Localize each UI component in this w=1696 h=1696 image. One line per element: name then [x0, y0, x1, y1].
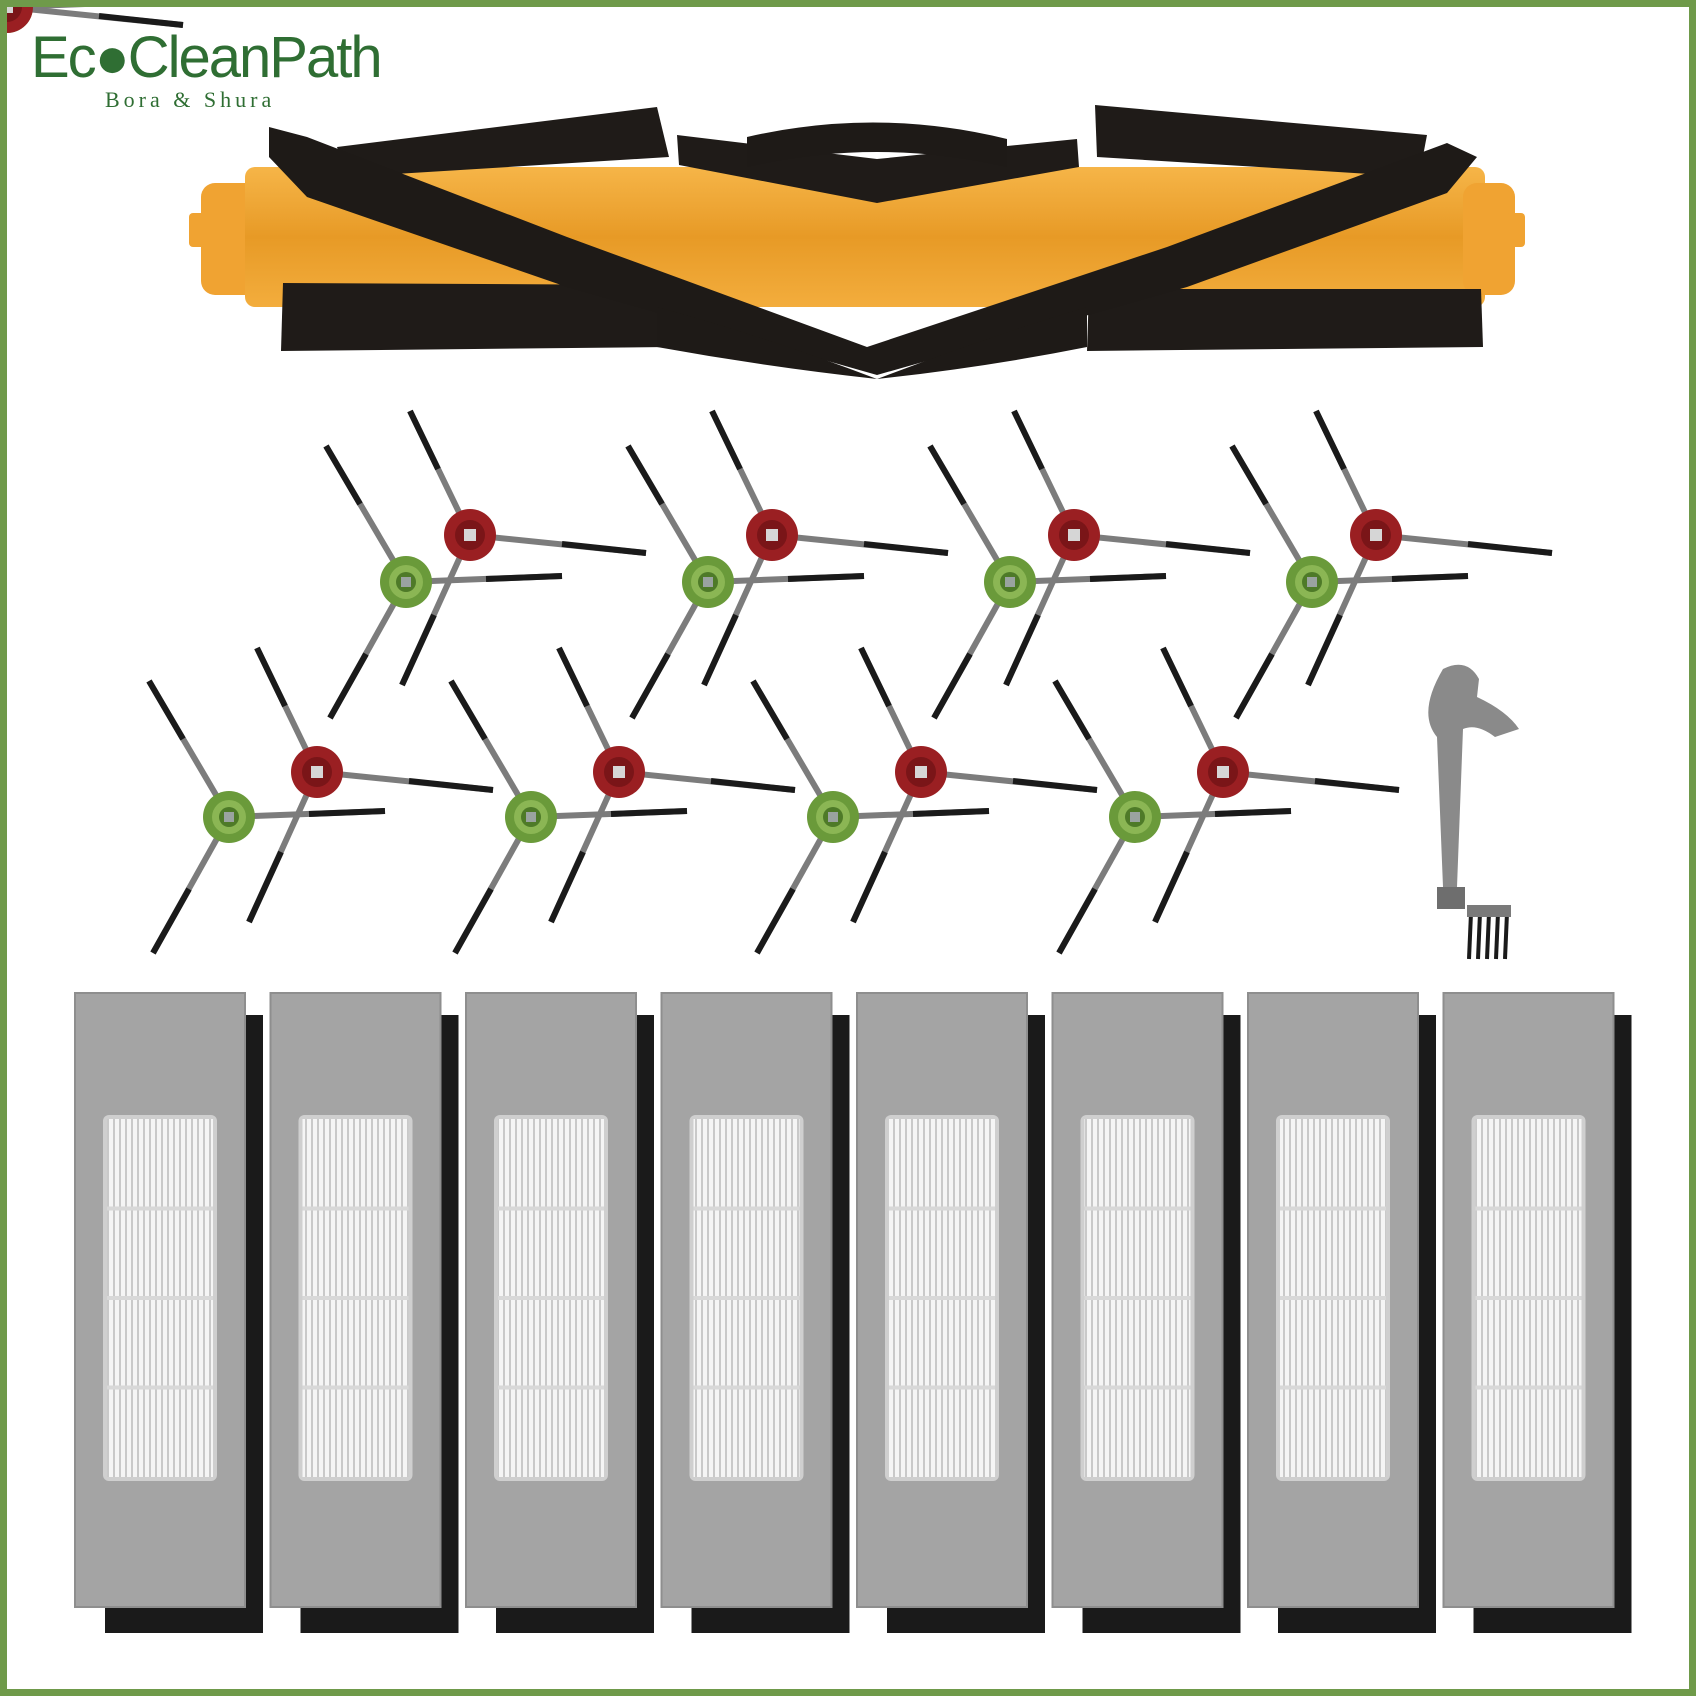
- roller-blade: [1095, 105, 1427, 177]
- roller-blade: [1087, 289, 1483, 351]
- side-brush: [7, 7, 184, 33]
- side-brush-set: [149, 411, 1552, 953]
- brand-name-start: Ec: [31, 25, 97, 90]
- hepa-filter: [856, 992, 1045, 1633]
- hepa-filter: [1247, 992, 1436, 1633]
- hepa-filter: [1442, 992, 1632, 1633]
- cleaning-tool: HOME: [1428, 664, 1519, 960]
- brand-name: Ec●CleanPath: [31, 23, 383, 93]
- side-brush: [7, 7, 86, 33]
- brand-name-end: CleanPath: [127, 25, 383, 90]
- product-illustration: HOME: [7, 7, 1632, 1633]
- hepa-filter: [660, 992, 850, 1633]
- hepa-filter: [269, 992, 459, 1633]
- filter-row: [74, 992, 1632, 1633]
- roller-blade: [281, 283, 669, 351]
- roller-bristle: [269, 127, 1477, 375]
- hepa-filter: [1051, 992, 1241, 1633]
- roller-cap-right: [1463, 183, 1515, 295]
- hepa-filter: [465, 992, 654, 1633]
- roller-bristle: [657, 307, 1087, 379]
- roller-brush: [189, 105, 1525, 379]
- brand-subtitle: Bora & Shura: [105, 87, 276, 112]
- roller-shaft-right: [1507, 213, 1525, 247]
- roller-bristle: [747, 122, 1007, 167]
- brand-logo: Ec●CleanPath Bora & Shura: [31, 23, 391, 113]
- hepa-filter: [74, 992, 263, 1633]
- brand-dot-icon: ●: [94, 25, 130, 90]
- tool-label: HOME: [1463, 737, 1488, 835]
- roller-blade: [337, 107, 669, 177]
